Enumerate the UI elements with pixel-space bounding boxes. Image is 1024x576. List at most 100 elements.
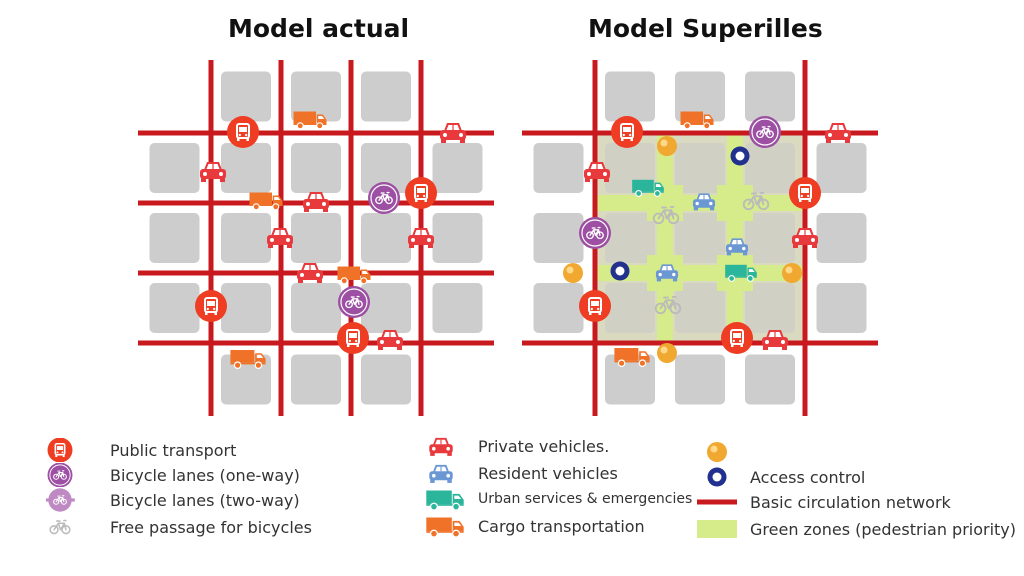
city-block	[221, 71, 271, 122]
diagram-model-actual	[138, 60, 494, 416]
cargo-truck	[337, 266, 371, 285]
city-block	[605, 213, 655, 263]
legend-label: Urban services & emergencies	[478, 491, 693, 507]
city-block	[361, 283, 411, 333]
city-block	[745, 354, 795, 405]
legend-access-control: Access control	[692, 465, 865, 489]
cargo-truck	[426, 517, 464, 538]
public-transport-marker	[227, 116, 259, 148]
legend-green-zones: Green zones (pedestrian priority)	[692, 517, 1016, 541]
road-horizontal	[138, 130, 494, 136]
private-vehicle	[377, 330, 403, 350]
green-rect-icon	[697, 520, 737, 538]
bicycle-outline-icon	[49, 519, 71, 535]
car-icon	[429, 464, 453, 483]
city-block	[432, 143, 483, 193]
city-block	[221, 283, 271, 333]
private-vehicle	[825, 123, 851, 143]
public-transport-marker	[47, 438, 73, 462]
resident-vehicle	[725, 238, 749, 256]
legend-label: Access control	[750, 467, 866, 487]
city-block	[745, 71, 795, 122]
access-control-marker	[610, 261, 630, 281]
legend-orange-dot	[692, 440, 742, 464]
private-vehicle	[297, 263, 323, 283]
orange-dot-icon	[707, 442, 727, 462]
city-block	[361, 354, 411, 405]
city-block	[675, 213, 725, 263]
public-transport-marker	[721, 322, 753, 354]
city-block	[149, 213, 200, 263]
legend-label: Resident vehicles	[478, 463, 618, 483]
free-passage-marker	[652, 205, 680, 225]
city-block	[432, 283, 483, 333]
legend-bicycle-one-way: Bicycle lanes (one-way)	[46, 463, 300, 487]
city-block	[745, 143, 795, 193]
green-zone-square	[717, 185, 753, 221]
public-transport-marker	[579, 290, 611, 322]
bicycle-line-icon	[46, 488, 75, 512]
cargo-truck	[293, 111, 327, 130]
city-block	[816, 283, 867, 333]
car-icon	[429, 437, 453, 456]
city-block	[221, 143, 271, 193]
city-block	[221, 213, 271, 263]
legend-label: Cargo transportation	[478, 516, 645, 536]
legend-label: Green zones (pedestrian priority)	[750, 519, 1017, 539]
free-passage-marker	[49, 519, 71, 535]
cargo-truck	[614, 348, 650, 368]
bus-icon	[47, 438, 73, 462]
city-block	[745, 213, 795, 263]
city-block	[361, 143, 411, 193]
private-vehicle	[267, 228, 293, 248]
title-model-actual: Model actual	[228, 14, 410, 43]
resident-vehicle	[655, 264, 679, 282]
bicycle-lane-one-way-marker	[368, 182, 400, 214]
basic-network-line	[697, 499, 737, 505]
city-block	[533, 143, 584, 193]
orange-dot-marker	[657, 343, 677, 363]
city-block	[361, 213, 411, 263]
city-block	[533, 283, 584, 333]
cargo-truck	[680, 111, 714, 130]
city-block	[745, 283, 795, 333]
bicycle-lane-one-way-marker	[749, 116, 781, 148]
legend-label: Bicycle lanes (one-way)	[110, 465, 300, 485]
resident-vehicle	[429, 464, 453, 483]
city-block	[149, 143, 200, 193]
legend-label: Basic circulation network	[750, 492, 951, 512]
free-passage-marker	[742, 191, 770, 211]
orange-dot-marker	[563, 263, 583, 283]
public-transport-marker	[337, 322, 369, 354]
legend-urban-services: Urban services & emergencies	[420, 487, 692, 511]
city-block	[605, 354, 655, 405]
private-vehicle	[584, 162, 610, 182]
city-block	[291, 283, 341, 333]
private-vehicle	[762, 330, 788, 350]
legend-free-passage: Free passage for bicycles	[46, 515, 312, 539]
city-block	[675, 283, 725, 333]
legend-public-transport: Public transport	[46, 438, 236, 462]
private-vehicle	[440, 123, 466, 143]
cargo-truck	[249, 192, 283, 211]
road-vertical	[348, 60, 354, 416]
truck-icon	[426, 490, 464, 511]
city-block	[675, 354, 725, 405]
city-block	[816, 213, 867, 263]
urban-services-vehicle	[632, 179, 664, 197]
city-block	[533, 213, 584, 263]
public-transport-marker	[405, 177, 437, 209]
public-transport-marker	[195, 290, 227, 322]
city-block	[605, 283, 655, 333]
cargo-truck	[230, 350, 266, 370]
city-block	[675, 71, 725, 122]
city-block	[675, 143, 725, 193]
ring-icon	[707, 467, 727, 487]
truck-icon	[426, 517, 464, 538]
legend-basic-network: Basic circulation network	[692, 490, 951, 514]
city-block	[291, 213, 341, 263]
red-line-icon	[697, 499, 737, 505]
bicycle-lane-one-way-marker	[579, 217, 611, 249]
city-block	[149, 283, 200, 333]
road-vertical	[208, 60, 214, 416]
